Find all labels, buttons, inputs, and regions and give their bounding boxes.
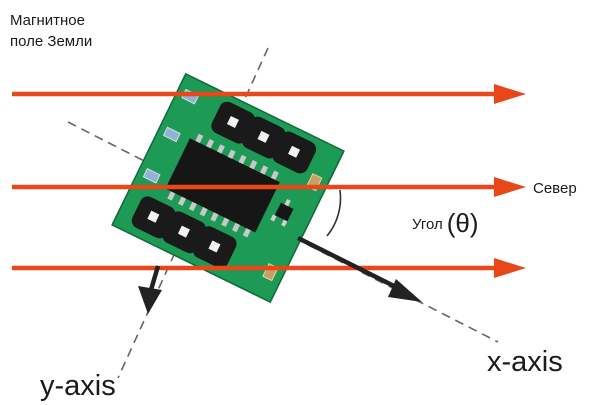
top-connector <box>211 101 317 174</box>
sensor-board <box>111 72 345 304</box>
sensor-y-axis-arrow <box>138 265 162 314</box>
field-arrow-1 <box>12 84 526 104</box>
magnetic-field-arrows <box>12 84 526 278</box>
field-arrow-2 <box>12 177 526 197</box>
angle-label: Угол(θ) <box>412 210 479 236</box>
field-arrow-3 <box>12 258 526 278</box>
sensor-x-axis-arrow <box>296 235 422 302</box>
angle-arc <box>326 189 342 237</box>
angle-label-word: Угол <box>412 216 443 233</box>
north-label: Север <box>533 180 577 197</box>
x-axis-label: x-axis <box>487 346 563 378</box>
y-axis-label: y-axis <box>40 370 116 402</box>
bottom-connector <box>131 196 237 269</box>
magnetic-field-label-line1: Магнитное <box>10 12 85 29</box>
magnetic-field-label: Магнитное поле Земли <box>10 10 92 52</box>
magnetic-field-label-line2: поле Земли <box>10 33 93 50</box>
angle-label-symbol: (θ) <box>446 208 479 238</box>
